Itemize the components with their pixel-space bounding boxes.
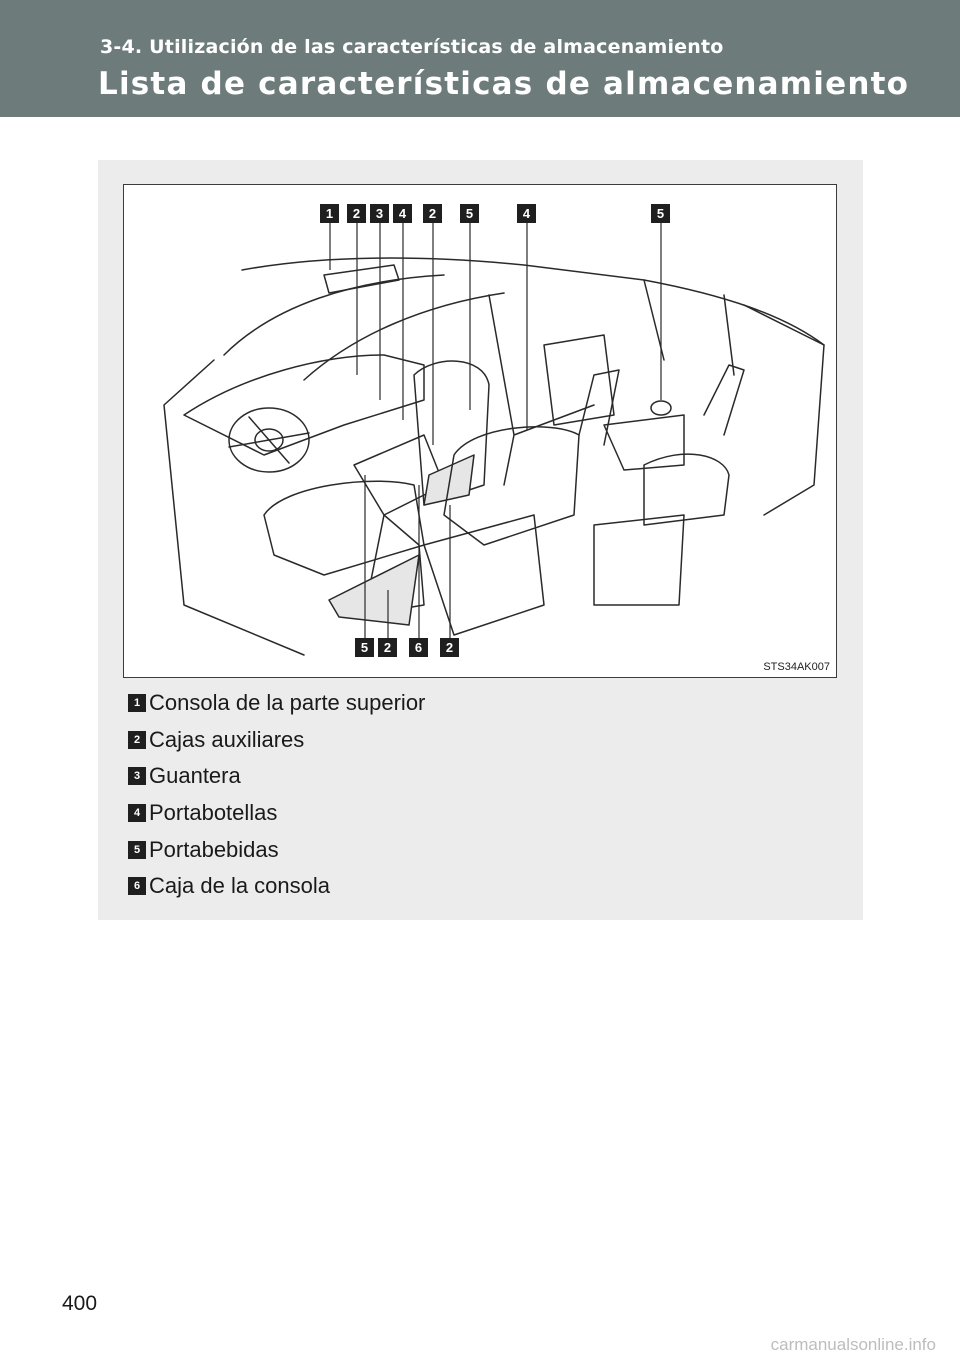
callout-badge: 5 <box>460 204 479 223</box>
callout-badge: 3 <box>370 204 389 223</box>
legend-label: Portabotellas <box>149 800 278 826</box>
callout-badge: 6 <box>409 638 428 657</box>
callout-badge: 4 <box>393 204 412 223</box>
legend-list: 1 Consola de la parte superior 2 Cajas a… <box>128 685 425 905</box>
legend-item: 5 Portabebidas <box>128 831 425 868</box>
page-title: Lista de características de almacenamien… <box>98 66 910 102</box>
header-bar: 3-4. Utilización de las características … <box>0 0 960 117</box>
callout-badge: 2 <box>440 638 459 657</box>
legend-item: 4 Portabotellas <box>128 795 425 832</box>
legend-item: 1 Consola de la parte superior <box>128 685 425 722</box>
legend-label: Caja de la consola <box>149 873 331 899</box>
car-interior-illustration: 1 2 3 4 2 5 4 5 5 2 6 2 STS34AK007 <box>123 184 837 678</box>
legend-number-badge: 4 <box>128 804 146 823</box>
legend-number-badge: 6 <box>128 877 146 896</box>
legend-number-badge: 2 <box>128 730 146 749</box>
figure-code: STS34AK007 <box>763 661 830 673</box>
legend-label: Guantera <box>149 763 241 789</box>
legend-item: 2 Cajas auxiliares <box>128 722 425 759</box>
legend-number-badge: 3 <box>128 767 146 786</box>
callout-badge: 2 <box>347 204 366 223</box>
legend-label: Portabebidas <box>149 836 279 862</box>
watermark: carmanualsonline.info <box>770 1335 936 1354</box>
callout-badge: 5 <box>355 638 374 657</box>
legend-number-badge: 1 <box>128 694 146 713</box>
legend-label: Cajas auxiliares <box>149 726 305 752</box>
section-heading: 3-4. Utilización de las características … <box>100 36 724 58</box>
legend-label: Consola de la parte superior <box>149 690 426 716</box>
page-number: 400 <box>62 1292 98 1315</box>
legend-item: 6 Caja de la consola <box>128 868 425 905</box>
callout-badge: 2 <box>378 638 397 657</box>
callout-badge: 5 <box>651 204 670 223</box>
legend-number-badge: 5 <box>128 840 146 859</box>
callout-badge: 1 <box>320 204 339 223</box>
car-interior-drawing <box>163 223 825 656</box>
callout-badge: 2 <box>423 204 442 223</box>
callout-badge: 4 <box>517 204 536 223</box>
legend-item: 3 Guantera <box>128 758 425 795</box>
